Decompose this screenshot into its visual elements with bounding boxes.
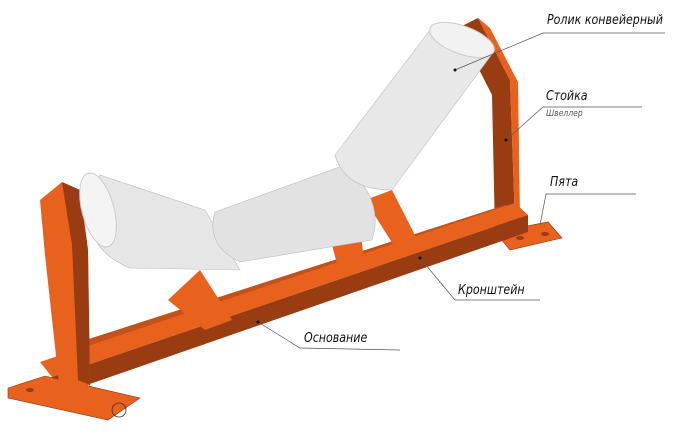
foot-hole [541, 232, 549, 236]
left-post-inner [62, 182, 90, 385]
leader-post [505, 106, 642, 141]
right-post-face [478, 18, 520, 222]
leader-foot [539, 193, 636, 226]
foot-hole [26, 388, 34, 392]
leader-roller [454, 32, 665, 71]
leader-bracket [419, 257, 540, 301]
base-beam-underside [52, 215, 528, 395]
right-post [458, 18, 515, 232]
left-foot [7, 375, 141, 421]
label-post-sub: Швеллер [546, 109, 583, 119]
bracket [365, 190, 420, 252]
label-base: Основание [304, 331, 368, 346]
roller-end [429, 21, 495, 59]
foot-hole [111, 402, 127, 418]
label-roller: Ролик конвейерный [547, 13, 663, 28]
bracket [168, 270, 232, 330]
label-bracket: Кронштейн [458, 283, 525, 298]
foot-hole [516, 236, 524, 240]
label-post: Стойка [546, 89, 588, 104]
leader-base [257, 321, 401, 351]
roller-end [79, 172, 117, 248]
label-foot: Пята [550, 175, 579, 190]
